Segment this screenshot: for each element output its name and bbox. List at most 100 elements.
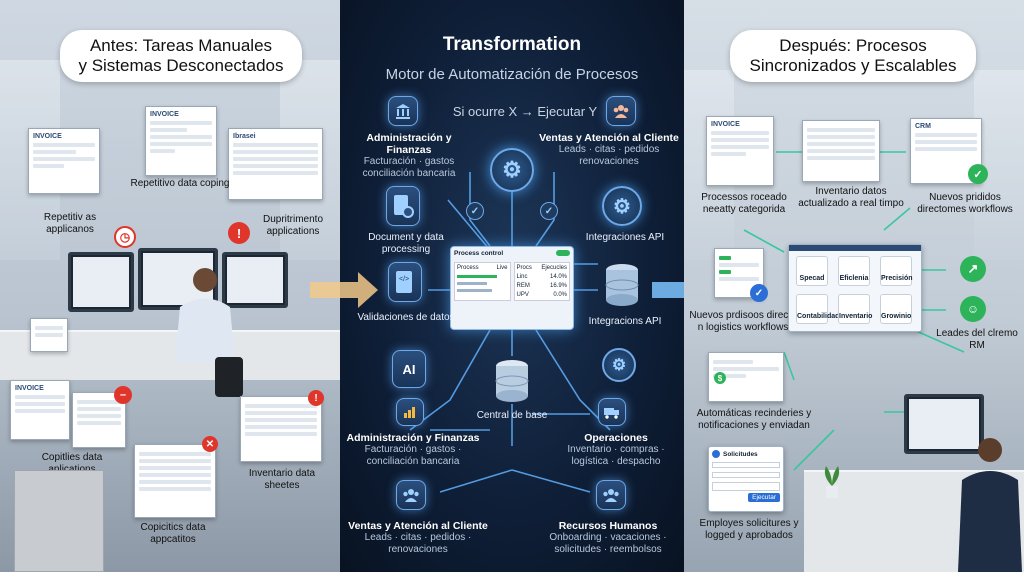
center-subtitle: Motor de Automatización de Procesos <box>385 66 639 83</box>
admin-bot-block: Administración y Finanzas Facturación · … <box>344 432 482 468</box>
ventas-bot-title: Ventas y Atención al Cliente <box>348 520 488 532</box>
operaciones-title: Operaciones <box>584 432 648 444</box>
center-title: Transformation <box>442 34 582 55</box>
invoice-label: INVOICE <box>150 111 179 118</box>
invoice-doc: INVOICE <box>706 116 774 186</box>
label-leads: Leades del clremo RM <box>936 328 1018 351</box>
integraciones-api-label-2: Integracions API <box>588 316 662 327</box>
paper-stack <box>30 318 68 352</box>
form-field[interactable] <box>712 472 780 478</box>
ai-label: AI <box>402 361 416 377</box>
label-nuevos-top: Nuevos prididos directomes workflows <box>917 192 1013 215</box>
user-icon <box>712 450 720 458</box>
process-control-card: Process control Process Live Procs Ejecucl… <box>450 246 574 330</box>
warning-icon: ! <box>308 390 324 406</box>
rule-text: Si ocurre X → Ejecutar Y <box>452 104 598 119</box>
automation-panel: Transformation Motor de Automatización d… <box>340 0 684 572</box>
check-icon: ✓ <box>540 202 558 220</box>
code-document-icon: </> <box>388 262 422 302</box>
admin-top-title: Administración y Finanzas <box>366 132 452 156</box>
doc-processing-label: Document y data processing <box>368 232 444 255</box>
spreadsheet-doc: Ibrasei <box>228 128 323 200</box>
label-repetitivas: Repetitiv as applicanos <box>43 212 97 235</box>
col-process: Process <box>457 265 479 271</box>
col-procs: Procs <box>516 265 532 271</box>
svg-text:</>: </> <box>399 276 409 283</box>
growth-chart-icon: ↗ <box>960 256 986 282</box>
label-repetitivo: Repetitivo data coping <box>130 178 230 189</box>
delivery-truck-icon <box>598 398 626 426</box>
invoice-doc: INVOICE <box>28 128 100 194</box>
check-icon: ✓ <box>968 164 988 184</box>
label-inventario: Inventario datos actualizado a real timp… <box>798 186 904 209</box>
doc-header: Ibrasei <box>233 133 256 140</box>
tile-speed: Specad <box>796 256 828 286</box>
form-field[interactable] <box>712 482 780 491</box>
before-title-line1: Antes: Tareas Manuales <box>89 36 273 55</box>
rrhh-block: Recursos Humanos Onboarding · vacaciones… <box>536 520 680 556</box>
team-icon <box>606 96 636 126</box>
process-control-title: Process control <box>454 250 504 257</box>
operaciones-block: Operaciones Inventario · compras · logís… <box>554 432 678 468</box>
toggle-switch[interactable] <box>556 250 570 256</box>
team-icon <box>396 480 426 510</box>
before-title: Antes: Tareas Manuales y Sistemas Descon… <box>60 30 302 82</box>
error-icon: – <box>114 386 132 404</box>
central-label: Central de base <box>476 410 548 421</box>
monitor <box>904 394 984 454</box>
invoice-label: INVOICE <box>711 121 740 128</box>
tile-growth: Growinio <box>880 294 912 324</box>
ai-document-icon: AI <box>392 350 426 388</box>
workflow-arrows <box>743 151 965 471</box>
worker-figure <box>958 438 1022 572</box>
document-gear-icon <box>386 186 420 226</box>
form-field[interactable] <box>712 462 780 468</box>
arrow-right-icon <box>310 272 378 308</box>
rrhh-sub: Onboarding · vacaciones · solicitudes · … <box>549 532 667 555</box>
label-automaticas: Automáticas recinderies y notificaciones… <box>696 408 812 431</box>
admin-bot-title: Administración y Finanzas <box>346 432 480 444</box>
central-database-icon <box>492 358 532 404</box>
crm-label: CRM <box>915 123 931 130</box>
dollar-icon: $ <box>714 372 726 384</box>
after-title-line2: Sincronizados y Escalables <box>749 56 957 75</box>
tile-precision: Precisión <box>880 256 913 286</box>
label-employs: Employes solicitures y logged y aprobado… <box>699 518 799 541</box>
validaciones-label: Validaciones de datos <box>357 312 455 323</box>
before-panel: Antes: Tareas Manuales y Sistemas Descon… <box>0 0 340 572</box>
invoice-doc: INVOICE <box>10 380 70 440</box>
col-ejecucles: Ejecucles <box>541 265 567 271</box>
tile-contabilidad: Contabilidad <box>796 294 839 324</box>
inventory-sheet <box>802 120 880 182</box>
database-icon <box>602 262 642 308</box>
worker-figure <box>175 268 243 397</box>
ventas-top-sub: Leads · citas · pedidos renovaciones <box>558 144 660 167</box>
close-icon: ✕ <box>202 436 218 452</box>
warning-icon: ! <box>228 222 250 244</box>
col-live: Live <box>496 265 508 271</box>
after-panel: Después: Procesos Sincronizados y Escala… <box>684 0 1024 572</box>
integraciones-api-label: Integraciones API <box>585 232 665 243</box>
people-icon: ☺ <box>960 296 986 322</box>
before-title-line2: y Sistemas Desconectados <box>78 56 284 75</box>
label-nuevos-mid: Nuevos prdisoos directo n logistics work… <box>689 310 797 333</box>
gear-icon: ⚙ <box>602 348 636 382</box>
after-title: Después: Procesos Sincronizados y Escala… <box>730 30 976 82</box>
monitor <box>222 252 288 308</box>
check-icon: ✓ <box>466 202 484 220</box>
ventas-bot-block: Ventas y Atención al Cliente Leads · cit… <box>344 520 492 556</box>
filing-cabinet <box>14 470 104 572</box>
spreadsheet-doc <box>134 444 216 518</box>
tile-inventario: Inventario <box>838 294 872 324</box>
submit-button[interactable]: Ejecutar <box>748 493 780 502</box>
ventas-bot-sub: Leads · citas · pedidos · renovaciones <box>364 532 472 555</box>
chart-document-icon <box>396 398 424 426</box>
admin-top-sub: Facturación · gastos conciliación bancar… <box>362 156 456 179</box>
gear-icon: ⚙ <box>490 148 534 192</box>
invoice-label: INVOICE <box>33 133 62 140</box>
label-copitlies: Copitlies data aplications <box>41 452 103 475</box>
rrhh-title: Recursos Humanos <box>558 520 658 532</box>
